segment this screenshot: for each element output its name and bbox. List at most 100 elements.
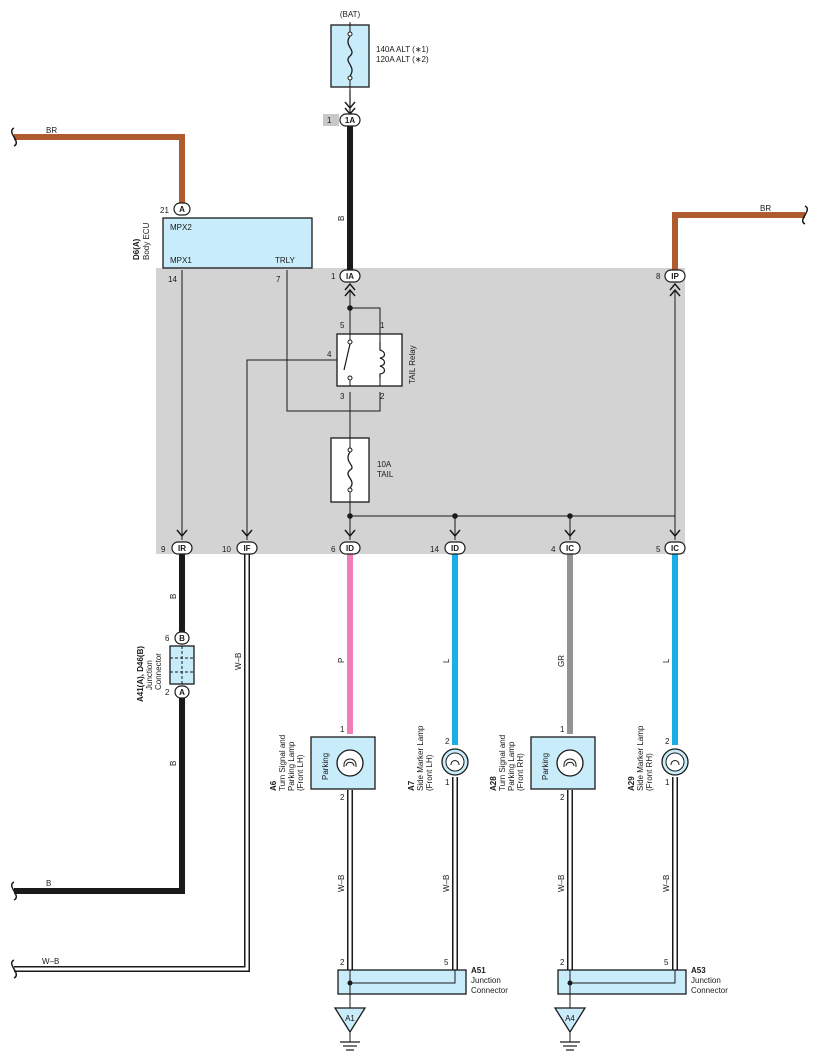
svg-text:1A: 1A (345, 116, 355, 125)
break-mark-br-left (11, 127, 17, 147)
fuse-name: TAIL (377, 470, 394, 479)
wire-br-left (14, 134, 185, 204)
lamp-a29-code: A29 (627, 776, 636, 791)
ground-a1-label: A1 (345, 1014, 355, 1023)
relay-pin-1: 1 (380, 321, 385, 330)
a51-name2: Connector (471, 986, 508, 995)
connector-arrows (176, 282, 681, 538)
connector-if: 10 IF (222, 541, 258, 555)
connector-id-14: 14 ID (430, 541, 466, 555)
junction-connector-a51 (337, 969, 467, 1008)
lamp-a7-pin-top: 2 (445, 737, 450, 746)
connector-id-6: 6 ID (331, 541, 361, 555)
lamp-a7-pin-bottom: 1 (445, 778, 450, 787)
svg-text:A: A (179, 688, 185, 697)
svg-text:1: 1 (331, 272, 336, 281)
a51-code: A51 (471, 966, 486, 975)
junction-block (156, 268, 685, 554)
lamp-a29 (661, 748, 689, 776)
relay-pin-5: 5 (340, 321, 345, 330)
svg-text:IF: IF (243, 544, 250, 553)
connector-ip: 8 IP (656, 269, 686, 283)
ground-a1 (333, 1007, 367, 1051)
svg-text:8: 8 (656, 272, 661, 281)
lamp-a29-line2: (Front RH) (645, 753, 654, 791)
svg-text:6: 6 (331, 545, 336, 554)
label-br-left: BR (46, 126, 57, 135)
fusible-link-alt (330, 22, 370, 90)
lamp-a7-code: A7 (407, 780, 416, 791)
junction-connector-a53 (557, 969, 687, 1008)
a41-name2: Connector (154, 653, 163, 690)
lamp-a6-pin-top: 1 (340, 725, 345, 734)
relay-name: TAIL Relay (408, 345, 417, 384)
bat-label: (BAT) (340, 10, 361, 19)
label-b-top: B (337, 216, 346, 221)
connector-ic-5: 5 IC (656, 541, 686, 555)
body-ecu-name: Body ECU (142, 222, 151, 260)
a41-code: A41(A), D46(B) (136, 646, 145, 702)
ground-a4-label: A4 (565, 1014, 575, 1023)
svg-text:9: 9 (161, 545, 166, 554)
lamp-a28-pin-bottom: 2 (560, 793, 565, 802)
a41-pin-2: 2 (165, 688, 170, 697)
a41-pin-6: 6 (165, 634, 170, 643)
connector-ir: 9 IR (161, 541, 193, 555)
ground-a4 (553, 1007, 587, 1051)
a53-code: A53 (691, 966, 706, 975)
tail-relay (336, 333, 403, 387)
label-br-right: BR (760, 204, 771, 213)
label-wb-a29: W–B (662, 875, 671, 892)
svg-text:IR: IR (178, 544, 186, 553)
lamp-a29-pin-top: 2 (665, 737, 670, 746)
svg-text:1: 1 (327, 116, 332, 125)
break-mark-wb-bottom (11, 959, 17, 979)
lamp-a7 (441, 748, 469, 776)
lamp-a6 (310, 736, 376, 790)
a51-pin-left: 2 (340, 958, 345, 967)
junction-connector-a41: B A (169, 631, 195, 699)
lamp-a29-line1: Side Marker Lamp (636, 725, 645, 791)
body-ecu-code: D6(A) (132, 238, 141, 260)
a53-pin-left: 2 (560, 958, 565, 967)
a51-pin-right: 5 (444, 958, 449, 967)
body-ecu-mpx1: MPX1 (170, 256, 192, 265)
label-wb-a6: W–B (337, 875, 346, 892)
body-ecu-pin-14: 14 (168, 275, 177, 284)
relay-pin-4: 4 (327, 350, 332, 359)
svg-text:ID: ID (346, 544, 354, 553)
wire-b-left-lower (14, 698, 185, 894)
lamp-a29-pin-bottom: 1 (665, 778, 670, 787)
lamp-a7-line2: (Front LH) (425, 754, 434, 791)
label-b-bottom: B (46, 879, 51, 888)
connector-ia: 1 IA (331, 269, 361, 283)
label-l-left: L (442, 658, 451, 663)
relay-pin-3: 3 (340, 392, 345, 401)
label-wb-vertical: W–B (234, 653, 243, 670)
wire-wb-left (14, 554, 250, 972)
body-ecu-trly: TRLY (275, 256, 296, 265)
junction-dots (347, 305, 573, 519)
label-gr: GR (557, 655, 566, 667)
body-ecu-pin-7: 7 (276, 275, 281, 284)
lamp-a28-line1: Turn Signal and (498, 735, 507, 791)
svg-text:IP: IP (671, 272, 679, 281)
label-wb-a28: W–B (557, 875, 566, 892)
svg-text:ID: ID (451, 544, 459, 553)
svg-text:5: 5 (656, 545, 661, 554)
lamp-a28 (530, 736, 596, 790)
lamp-a28-line2: Parking Lamp (507, 741, 516, 791)
label-b-left-upper: B (169, 594, 178, 599)
svg-text:IA: IA (346, 272, 354, 281)
connector-1a: 1 1A (323, 113, 361, 127)
body-ecu-pin-21: 21 (160, 206, 169, 215)
lamp-a6-line1: Turn Signal and (278, 735, 287, 791)
internal-wiring (181, 270, 676, 540)
lamp-a6-inner: Parking (321, 753, 330, 780)
a51-name1: Junction (471, 976, 501, 985)
fuse-rating: 10A (377, 460, 392, 469)
body-ecu-box (162, 217, 313, 269)
a41-name1: Junction (145, 660, 154, 690)
svg-text:IC: IC (566, 544, 574, 553)
